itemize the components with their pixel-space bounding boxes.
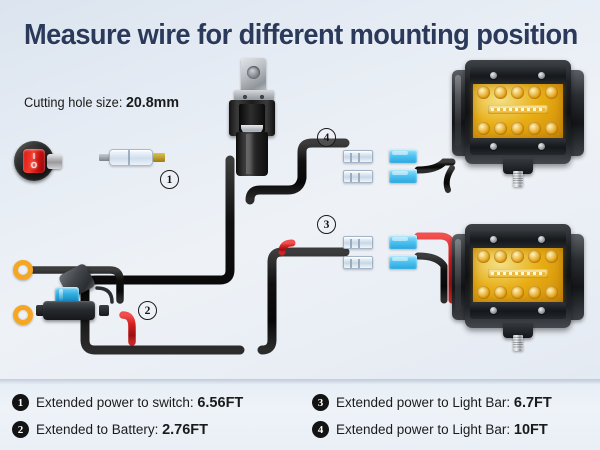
relay-rivet-left — [243, 95, 247, 99]
spade-female-connector — [389, 235, 417, 249]
legend-column-right: 3 Extended power to Light Bar: 6.7FT 4 E… — [312, 389, 552, 443]
led-light-bar-bottom — [452, 222, 584, 351]
legend-label-4: Extended power to Light Bar: 10FT — [336, 422, 548, 438]
connector-pin-right — [153, 153, 165, 162]
diagram-marker-4: 4 — [317, 128, 336, 147]
spade-male-connector — [343, 150, 373, 163]
spade-female-connector — [389, 255, 417, 269]
switch-off-symbol: O — [30, 160, 38, 170]
led-light-bar-top — [452, 58, 584, 187]
lamp-amber-lens — [473, 247, 563, 303]
ring-terminal-negative — [13, 260, 33, 280]
fuse-housing — [43, 301, 95, 320]
ring-terminal-eyelet — [13, 305, 33, 325]
spade-female-connector — [389, 169, 417, 183]
relay-rivet-right — [260, 95, 264, 99]
legend-column-left: 1 Extended power to switch: 6.56FT 2 Ext… — [12, 389, 243, 443]
legend: 1 Extended power to switch: 6.56FT 2 Ext… — [0, 383, 600, 450]
lamp-led-strip — [488, 105, 548, 114]
legend-badge-2: 2 — [12, 421, 29, 438]
lamp-screw — [490, 307, 497, 314]
ring-terminal-positive — [13, 305, 33, 325]
legend-value-3: 6.7FT — [513, 394, 552, 411]
fuse-grommet-left — [36, 305, 46, 316]
legend-item-1: 1 Extended power to switch: 6.56FT — [12, 389, 243, 416]
cutting-hole-value: 20.8mm — [125, 94, 180, 111]
lamp-mount-bolt — [513, 335, 523, 351]
legend-text-2: Extended to Battery: — [36, 421, 163, 437]
ring-terminal-eyelet — [13, 260, 33, 280]
spade-male-connector — [343, 256, 373, 269]
diagram-marker-2: 2 — [138, 301, 157, 320]
legend-text-3: Extended power to Light Bar: — [336, 394, 514, 410]
lamp-screw — [538, 72, 545, 79]
connector-seam — [128, 150, 130, 165]
relay-cap — [241, 125, 263, 134]
lamp-led-strip — [488, 269, 548, 278]
relay-mount-hole — [247, 66, 260, 79]
cutting-hole-prefix: Cutting hole size: — [24, 95, 126, 110]
legend-value-2: 2.76FT — [162, 421, 209, 438]
legend-value-1: 6.56FT — [197, 394, 244, 411]
footer-separator — [0, 379, 600, 384]
legend-badge-4: 4 — [312, 421, 329, 438]
switch-rocker[interactable]: I O — [23, 149, 45, 173]
legend-item-3: 3 Extended power to Light Bar: 6.7FT — [312, 389, 552, 416]
lamp-rail-bottom — [470, 302, 566, 319]
lamp-mount-foot — [503, 323, 533, 338]
relay-module — [228, 58, 276, 176]
lamp-rail-top — [470, 67, 566, 84]
relay-body — [236, 132, 268, 176]
legend-badge-1: 1 — [12, 394, 29, 411]
switch-on-symbol: I — [32, 152, 36, 161]
lamp-screw — [490, 236, 497, 243]
page-title: Measure wire for different mounting posi… — [24, 19, 578, 51]
blade-fuse-holder — [36, 262, 110, 324]
rocker-switch[interactable]: I O — [14, 141, 62, 181]
spade-male-connector — [343, 236, 373, 249]
spade-male-connector — [343, 170, 373, 183]
footer-background — [0, 383, 600, 450]
spade-connectors-top — [337, 148, 449, 188]
lamp-mount-foot — [503, 159, 533, 174]
legend-label-3: Extended power to Light Bar: 6.7FT — [336, 395, 552, 411]
legend-label-2: Extended to Battery: 2.76FT — [36, 422, 208, 438]
fuse-grommet-right — [99, 305, 109, 316]
lamp-mount-bolt — [513, 171, 523, 187]
lamp-screw — [538, 307, 545, 314]
legend-text-1: Extended power to switch: — [36, 394, 198, 410]
diagram-marker-3: 3 — [317, 215, 336, 234]
legend-item-4: 4 Extended power to Light Bar: 10FT — [312, 416, 552, 443]
spade-connectors-bottom — [337, 234, 449, 274]
legend-label-1: Extended power to switch: 6.56FT — [36, 395, 243, 411]
clear-inline-connector — [95, 148, 167, 168]
lamp-rail-top — [470, 231, 566, 248]
spade-female-connector — [389, 149, 417, 163]
cutting-hole-label: Cutting hole size: 20.8mm — [24, 94, 179, 111]
legend-badge-3: 3 — [312, 394, 329, 411]
lamp-screw — [538, 143, 545, 150]
lamp-amber-lens — [473, 83, 563, 139]
connector-body — [109, 149, 153, 166]
connector-pin-left — [99, 154, 111, 161]
lamp-rail-bottom — [470, 138, 566, 155]
lamp-screw — [490, 143, 497, 150]
lamp-screw — [538, 236, 545, 243]
wiring-harness-cables — [29, 138, 456, 356]
switch-nut — [47, 154, 62, 169]
lamp-screw — [490, 72, 497, 79]
legend-item-2: 2 Extended to Battery: 2.76FT — [12, 416, 243, 443]
blade-fuse — [55, 287, 79, 304]
legend-value-4: 10FT — [513, 421, 548, 438]
diagram-marker-1: 1 — [160, 170, 179, 189]
legend-text-4: Extended power to Light Bar: — [336, 421, 514, 437]
